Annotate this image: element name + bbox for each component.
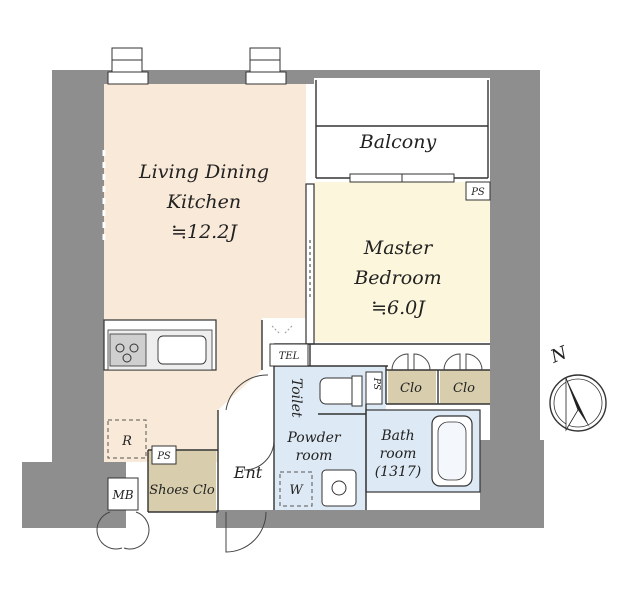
toilet-icon [319,375,363,407]
ldk-label-line2: Kitchen [166,191,241,213]
bathtub-icon [431,415,473,487]
compass-icon [549,374,607,432]
tel-label: TEL [279,351,300,362]
tel-outlet [269,343,309,367]
washer-label: W [289,483,304,498]
bedroom-label-line2: Bedroom [353,267,441,289]
sink-icon [157,335,207,365]
bath-label-line1: Bath [380,428,414,444]
ldk-label-line1: Living Dining [138,161,269,183]
meter-box-label: MB [111,488,133,502]
bedroom-floor [314,182,490,342]
closet-1-floor [388,370,436,404]
balcony-label: Balcony [359,131,437,153]
room-floors [104,80,490,512]
powder-label-line1: Powder [286,430,342,446]
doors [96,353,483,553]
ps-label-balcony: PS [470,187,485,198]
closet-1-label: Clo [400,381,422,396]
ps-label-shoes: PS [156,451,171,462]
closet-2-floor [440,370,490,404]
washer-space [279,471,313,507]
washbasin-icon [321,469,357,507]
windows [102,47,455,300]
toilet-label: Toilet [288,378,304,418]
ps-box-shoes [151,445,177,465]
bath-label-line2: room [380,446,417,462]
ps-box-balcony [465,181,491,201]
entrance-label: Ent [233,463,263,482]
ps-label-toilet: PS [371,377,381,390]
shoes-closet-label: Shoes Clo [149,483,215,498]
bedroom-area: ≒6.0J [371,297,426,319]
refrigerator-label: R [121,434,132,449]
kitchen-counter [103,319,217,371]
bedroom-label-line1: Master [363,237,434,259]
stove-icon [109,333,147,367]
compass-north-label: N [547,342,572,368]
closet-2-label: Clo [453,381,475,396]
refrigerator-space [107,419,147,459]
bath-label-line3: (1317) [375,464,422,480]
balcony-floor [316,80,488,178]
outer-walls [22,70,544,528]
entrance-floor [218,410,270,510]
ldk-area: ≒12.2J [171,221,238,243]
ps-box-toilet [365,371,383,405]
powder-label-line2: room [296,448,333,464]
